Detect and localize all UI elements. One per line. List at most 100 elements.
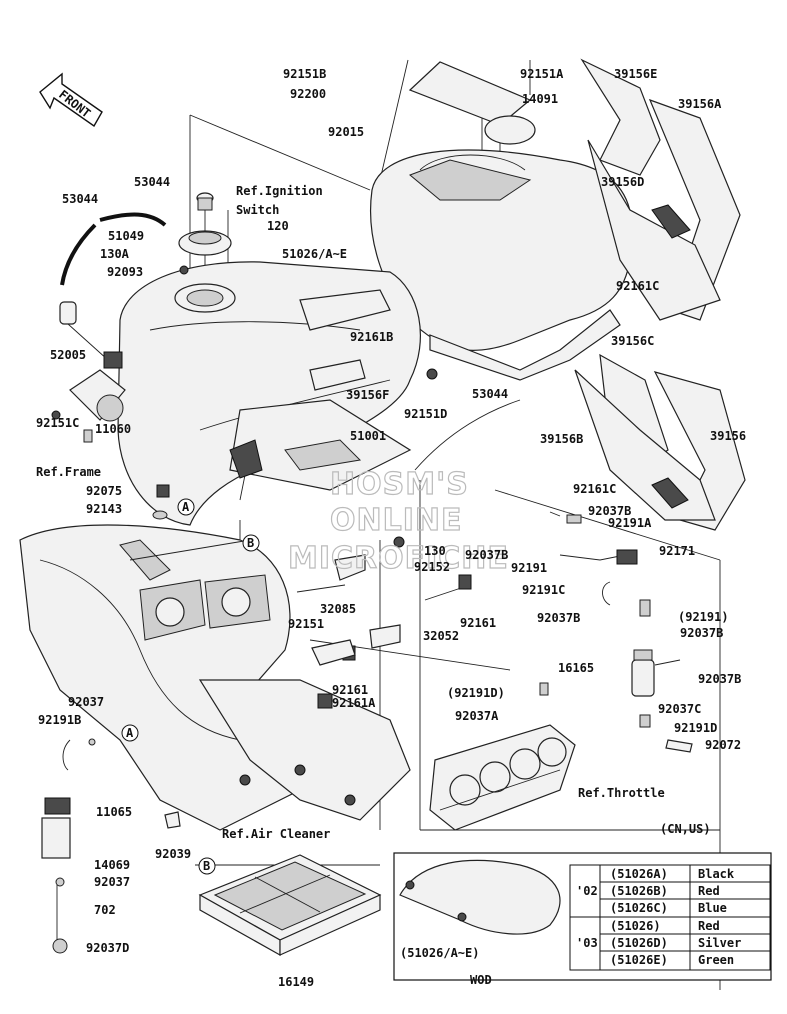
fuel-cap: [178, 192, 232, 275]
marker-a-2: A: [121, 724, 139, 742]
part-label: 92075: [86, 484, 122, 498]
table-part: (51026E): [610, 953, 668, 967]
ref-frame: Ref.Frame: [36, 465, 101, 479]
table-part: (51026C): [610, 901, 668, 915]
part-label: 53044: [134, 175, 170, 189]
svg-text:HOSM'S: HOSM'S: [330, 467, 469, 502]
part-label: 51001: [350, 429, 386, 443]
fuel-pump: [51, 301, 126, 443]
part-label: 130: [424, 544, 446, 558]
part-label: 92037B: [698, 672, 741, 686]
tank-grille: [408, 61, 536, 145]
part-label: 14069: [94, 858, 130, 872]
table-color: Green: [698, 953, 734, 967]
drain-hose: [60, 223, 97, 286]
part-label: 32052: [423, 629, 459, 643]
table-year: '02: [576, 884, 598, 898]
part-label: 52005: [50, 348, 86, 362]
part-label: 92039: [155, 847, 191, 861]
part-label: 14091: [522, 92, 558, 106]
frame: [19, 524, 411, 831]
part-label: 92151D: [404, 407, 447, 421]
table-color: Blue: [698, 901, 727, 915]
part-label: 92161C: [573, 482, 616, 496]
table-part: (51026B): [610, 884, 668, 898]
part-label: 39156: [710, 429, 746, 443]
part-label: 92161: [460, 616, 496, 630]
part-label: (92191): [678, 610, 729, 624]
table-part: (51026A): [610, 867, 668, 881]
throttle-body: [429, 724, 576, 831]
part-label: 92037C: [658, 702, 701, 716]
variant-footer: WOD: [470, 973, 492, 987]
region-note: (CN,US): [660, 822, 711, 836]
canister-system: [539, 511, 693, 753]
part-label: 11065: [96, 805, 132, 819]
part-label: 92161: [332, 683, 368, 697]
part-label: 11060: [95, 422, 131, 436]
ref-ignition-2: Switch: [236, 203, 279, 217]
part-label: 120: [267, 219, 289, 233]
part-label: 92151A: [520, 67, 564, 81]
part-label: 92152: [414, 560, 450, 574]
part-label: 39156E: [614, 67, 657, 81]
part-label: 16165: [558, 661, 594, 675]
table-part: (51026): [610, 919, 661, 933]
part-label: 92037B: [537, 611, 580, 625]
svg-text:ONLINE: ONLINE: [330, 503, 463, 538]
part-label: 92143: [86, 502, 122, 516]
part-label: 92072: [705, 738, 741, 752]
table-part: (51026D): [610, 936, 668, 950]
part-label: 92161A: [332, 696, 376, 710]
part-label: 39156D: [601, 175, 644, 189]
variant-inset: (51026/A~E) WOD '02 '03 (51026A) (51026B…: [393, 852, 772, 987]
part-labels: 92151B 92200 92015 92151A 14091 39156E 3…: [36, 67, 746, 989]
part-label: 39156C: [611, 334, 654, 348]
part-label: 130A: [100, 247, 130, 261]
drain-hose-2: [99, 212, 167, 227]
part-label: 32085: [320, 602, 356, 616]
marker-a-1: A: [177, 498, 195, 516]
part-label: 92037B: [680, 626, 723, 640]
mount-parts: [152, 368, 521, 709]
part-label: 92037: [68, 695, 104, 709]
part-label: 53044: [62, 192, 98, 206]
part-label: 39156F: [346, 388, 389, 402]
variant-caption: (51026/A~E): [400, 946, 479, 960]
table-color: Red: [698, 884, 720, 898]
part-label: 92151: [288, 617, 324, 631]
part-label: 92191D: [674, 721, 717, 735]
svg-text:B: B: [247, 536, 254, 550]
part-label: 92191C: [522, 583, 565, 597]
table-color: Black: [698, 867, 735, 881]
part-label: 92037D: [86, 941, 129, 955]
svg-text:MICROFICHE: MICROFICHE: [288, 541, 509, 576]
part-label: 92037B: [588, 504, 631, 518]
part-label: 39156B: [540, 432, 583, 446]
table-color: Red: [698, 919, 720, 933]
svg-text:B: B: [203, 859, 210, 873]
part-label: 51049: [108, 229, 144, 243]
marker-b-1: B: [242, 534, 260, 552]
front-arrow-icon: FRONT: [39, 72, 103, 128]
side-decals: [574, 58, 746, 531]
part-label: 92191B: [38, 713, 81, 727]
breather-parts: [41, 738, 181, 954]
marker-b-2: B: [198, 857, 216, 875]
ref-air-cleaner: Ref.Air Cleaner: [222, 827, 330, 841]
svg-text:A: A: [182, 500, 190, 514]
reference-labels: Ref.Ignition Switch Ref.Frame Ref.Air Cl…: [36, 184, 711, 841]
part-label: 92161C: [616, 279, 659, 293]
fuel-tank: [117, 261, 421, 526]
part-label: 16149: [278, 975, 314, 989]
part-label: 92191A: [608, 516, 652, 530]
svg-text:A: A: [126, 726, 134, 740]
part-label: 92037B: [465, 548, 508, 562]
ref-ignition: Ref.Ignition: [236, 184, 323, 198]
part-label: (92191D): [447, 686, 505, 700]
air-filter: [198, 854, 382, 957]
part-label: 92093: [107, 265, 143, 279]
part-label: 51026/A~E: [282, 247, 347, 261]
part-label: 39156A: [678, 97, 722, 111]
